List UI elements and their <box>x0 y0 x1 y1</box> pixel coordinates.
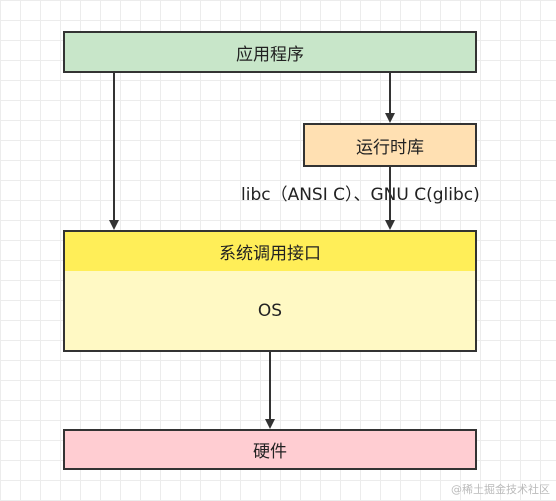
watermark: @稀土掘金技术社区 <box>451 483 550 496</box>
syscall-interface-label: 系统调用接口 <box>219 244 321 264</box>
os-box: OS <box>63 271 477 352</box>
app-label: 应用程序 <box>236 44 304 65</box>
libc-label: libc（ANSI C）、GNU C(glibc) <box>241 185 480 205</box>
app-box: 应用程序 <box>63 31 477 73</box>
hardware-box: 硬件 <box>63 429 477 470</box>
runtime-library-label: 运行时库 <box>356 137 424 158</box>
hardware-label: 硬件 <box>253 442 287 462</box>
runtime-library-box: 运行时库 <box>303 123 477 167</box>
os-label: OS <box>257 300 283 321</box>
